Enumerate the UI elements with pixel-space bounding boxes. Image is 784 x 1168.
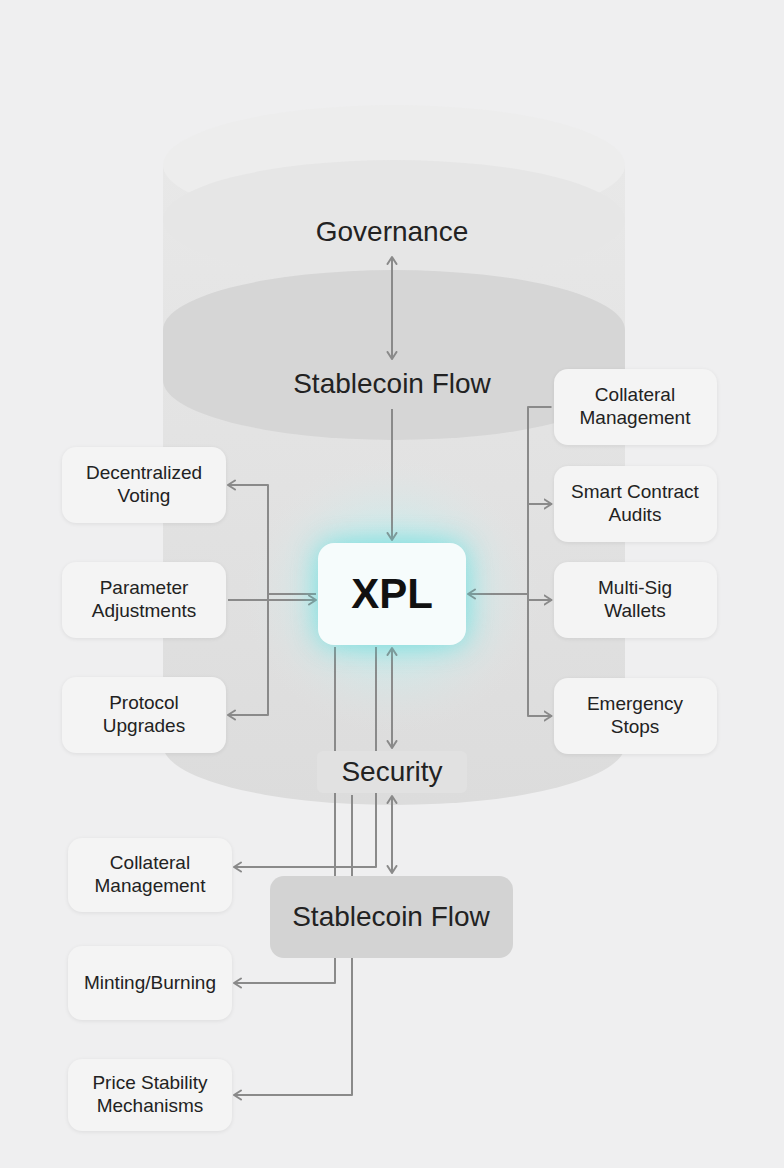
function-box: Parameter Adjustments (62, 562, 226, 638)
node-text: Security (341, 755, 442, 789)
flow-arrow (228, 594, 316, 715)
function-box: Emergency Stops (554, 678, 717, 754)
flow-box: Stablecoin Flow (270, 876, 513, 958)
node-text: Minting/Burning (84, 972, 216, 995)
node-text: Emergency Stops (566, 693, 705, 739)
flow-arrow (391, 409, 393, 540)
node-text: Governance (316, 215, 469, 249)
node-text: Stablecoin Flow (292, 900, 490, 934)
node-text: XPL (351, 570, 433, 618)
function-box: Collateral Management (554, 369, 717, 445)
flow-arrow (228, 485, 316, 594)
function-box: Decentralized Voting (62, 447, 226, 523)
node-text: Multi-Sig Wallets (566, 577, 705, 623)
function-box: Collateral Management (68, 838, 232, 912)
flow-arrow (391, 796, 393, 873)
node-text: Collateral Management (566, 384, 705, 430)
node-text: Stablecoin Flow (293, 367, 491, 401)
node-text: Protocol Upgrades (74, 692, 214, 738)
flow-arrow (391, 648, 393, 748)
node-text: Collateral Management (80, 852, 220, 898)
flow-arrow (468, 407, 552, 594)
flow-arrow (228, 599, 316, 601)
node-text: Price Stability Mechanisms (80, 1072, 220, 1118)
function-box: Minting/Burning (68, 946, 232, 1020)
function-box: Smart Contract Audits (554, 466, 717, 542)
node-text: Decentralized Voting (74, 462, 214, 508)
node-text: Parameter Adjustments (74, 577, 214, 623)
flow-arrow (468, 594, 552, 716)
layer-label: Security (317, 751, 467, 793)
flow-arrow (468, 504, 552, 594)
function-box: Multi-Sig Wallets (554, 562, 717, 638)
core-token-box: XPL (318, 543, 466, 645)
node-text: Smart Contract Audits (566, 481, 705, 527)
function-box: Price Stability Mechanisms (68, 1059, 232, 1131)
flow-arrow (391, 257, 393, 359)
function-box: Protocol Upgrades (62, 677, 226, 753)
layer-label: Stablecoin Flow (262, 362, 522, 406)
layer-label: Governance (282, 210, 502, 254)
cylinder-layer (163, 160, 625, 280)
